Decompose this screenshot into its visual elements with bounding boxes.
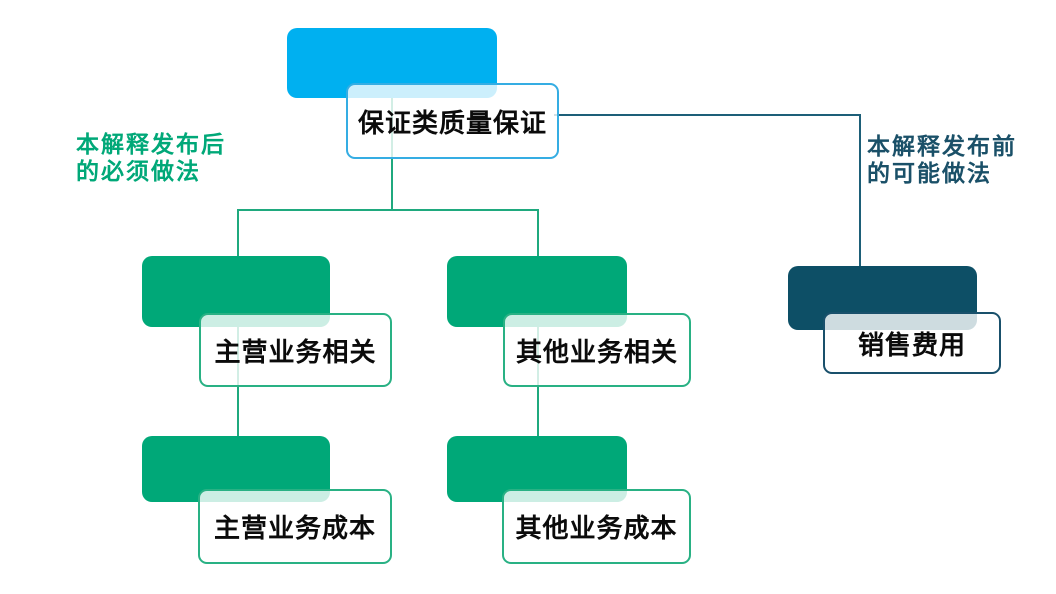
annotation-before-release-line1: 本解释发布前: [867, 133, 1017, 159]
mid-right-node-label: 其他业务相关: [503, 313, 691, 387]
annotation-after-release-line2: 的必须做法: [76, 158, 201, 184]
bottom-right-node-label: 其他业务成本: [502, 489, 691, 564]
annotation-after-release-line1: 本解释发布后: [76, 131, 226, 157]
connector-branch-line: [237, 209, 539, 211]
connector-drop-right-line: [537, 209, 539, 257]
connector-sales-down-line: [859, 114, 861, 266]
sales-expense-node-label: 销售费用: [823, 312, 1001, 374]
annotation-after-release: 本解释发布后 的必须做法: [76, 131, 226, 185]
annotation-before-release-line2: 的可能做法: [867, 160, 992, 186]
connector-drop-left-line: [237, 209, 239, 257]
bottom-left-node-label: 主营业务成本: [198, 489, 392, 564]
mid-left-node-label: 主营业务相关: [199, 313, 392, 387]
annotation-before-release: 本解释发布前 的可能做法: [867, 133, 1017, 187]
connector-root-right-line: [554, 114, 860, 116]
root-node-label: 保证类质量保证: [346, 83, 559, 159]
